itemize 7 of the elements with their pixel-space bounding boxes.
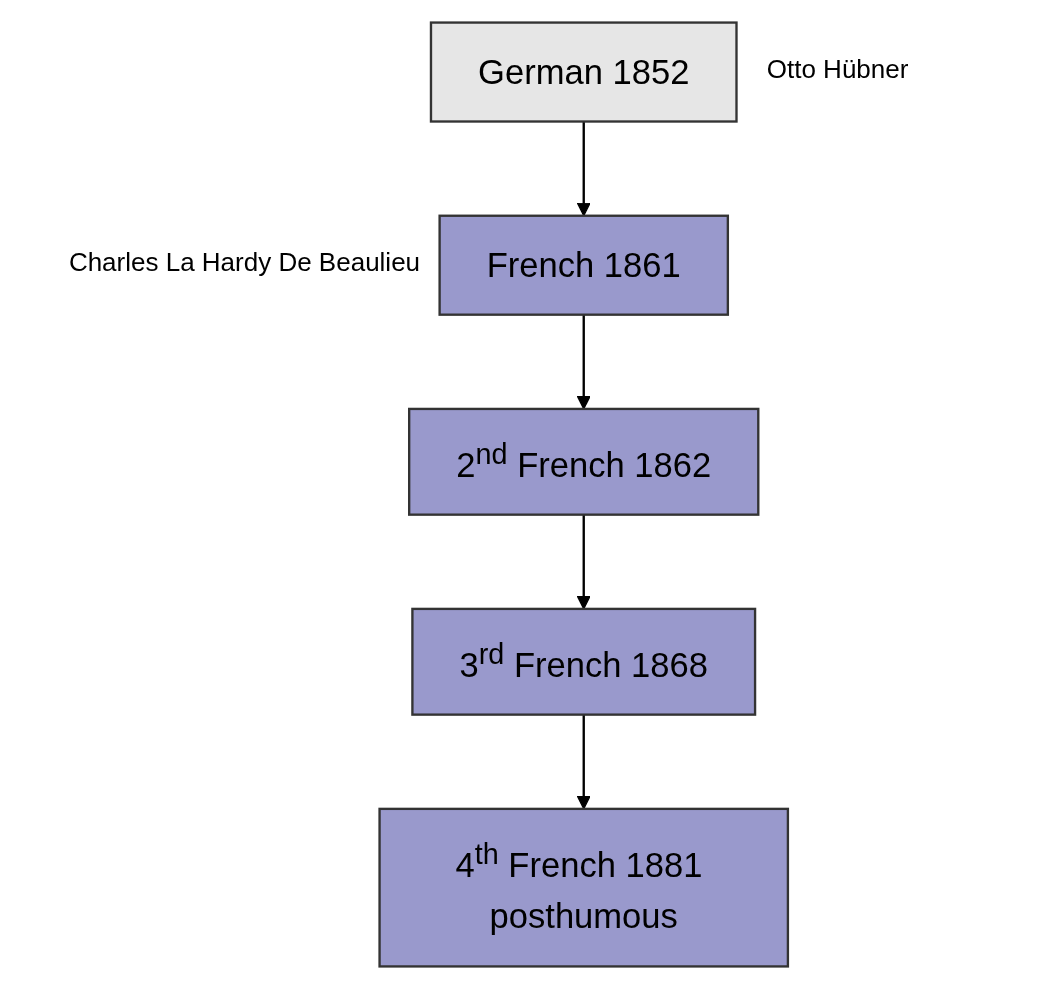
name-label: Otto Hübner bbox=[766, 54, 909, 86]
node-box: 4$^{th}$ French 1881 posthumous bbox=[378, 807, 790, 968]
node-box: 3$^{rd}$ French 1868 bbox=[411, 607, 757, 716]
node-box: German 1852 bbox=[430, 21, 738, 123]
name-label: Charles La Hardy De Beaulieu bbox=[68, 247, 421, 279]
node-box: 2$^{nd}$ French 1862 bbox=[408, 407, 760, 516]
node-box: French 1861 bbox=[438, 214, 730, 316]
